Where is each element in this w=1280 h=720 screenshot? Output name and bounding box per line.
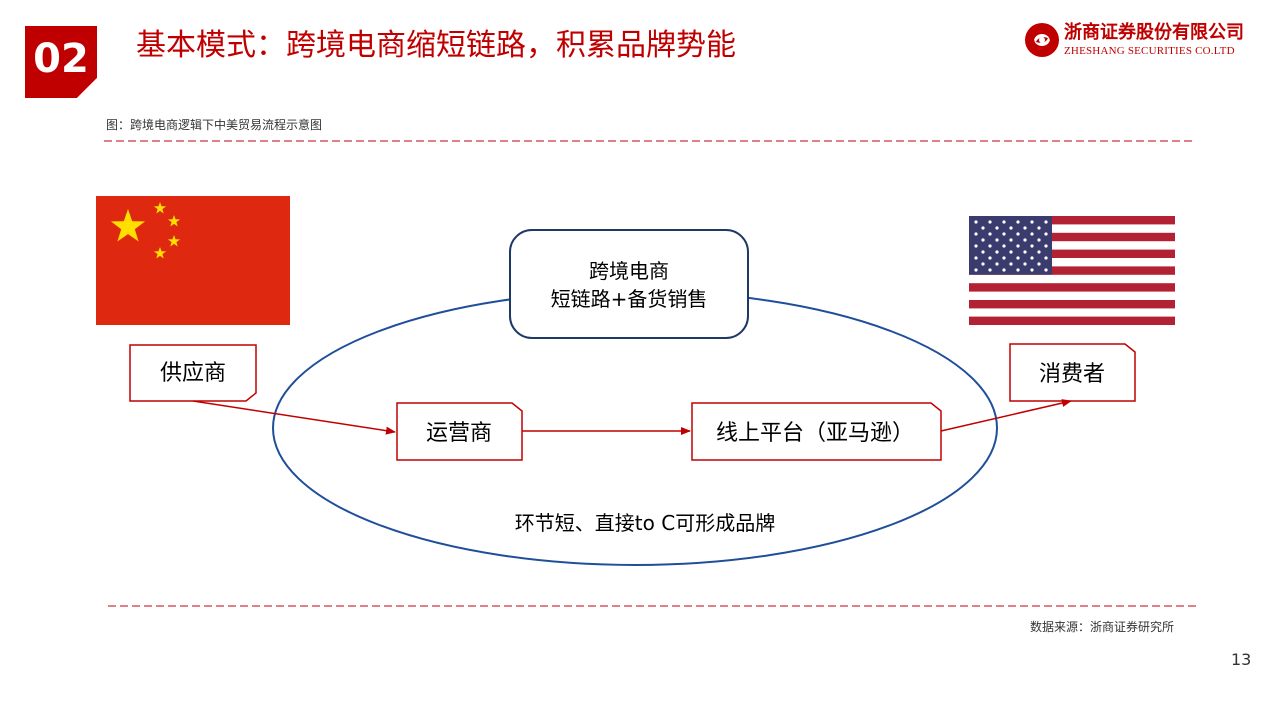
ellipse-caption: 环节短、直接to C可形成品牌 xyxy=(515,511,775,535)
figure-caption: 图：跨境电商逻辑下中美贸易流程示意图 xyxy=(106,118,323,132)
consumer-node: 消费者 xyxy=(1009,343,1136,402)
supplier-node: 供应商 xyxy=(129,344,257,402)
arrow-platform-to-consumer xyxy=(940,399,1072,432)
china-flag-icon xyxy=(96,196,290,325)
logo-name-cn: 浙商证券股份有限公司 xyxy=(1064,22,1244,43)
usa-flag-icon xyxy=(969,216,1175,325)
page-title: 基本模式：跨境电商缩短链路，积累品牌势能 xyxy=(136,28,736,63)
arrow-supplier-to-operator xyxy=(192,400,396,435)
section-number-badge: 02 xyxy=(25,26,97,98)
source-note: 数据来源：浙商证券研究所 xyxy=(1030,620,1175,634)
center-box-line1: 跨境电商 xyxy=(589,259,669,283)
logo-name-en: ZHESHANG SECURITIES CO.LTD xyxy=(1064,45,1235,57)
platform-label: 线上平台（亚马逊） xyxy=(716,421,914,446)
zheshang-logo-icon xyxy=(1025,23,1059,57)
center-box: 跨境电商 短链路+备货销售 xyxy=(509,229,749,339)
page-number: 13 xyxy=(1231,650,1252,669)
operator-node: 运营商 xyxy=(396,402,523,461)
supplier-label: 供应商 xyxy=(160,361,226,386)
operator-label: 运营商 xyxy=(426,421,492,446)
center-box-line2: 短链路+备货销售 xyxy=(551,287,708,311)
consumer-label: 消费者 xyxy=(1039,362,1105,387)
platform-node: 线上平台（亚马逊） xyxy=(691,402,942,461)
